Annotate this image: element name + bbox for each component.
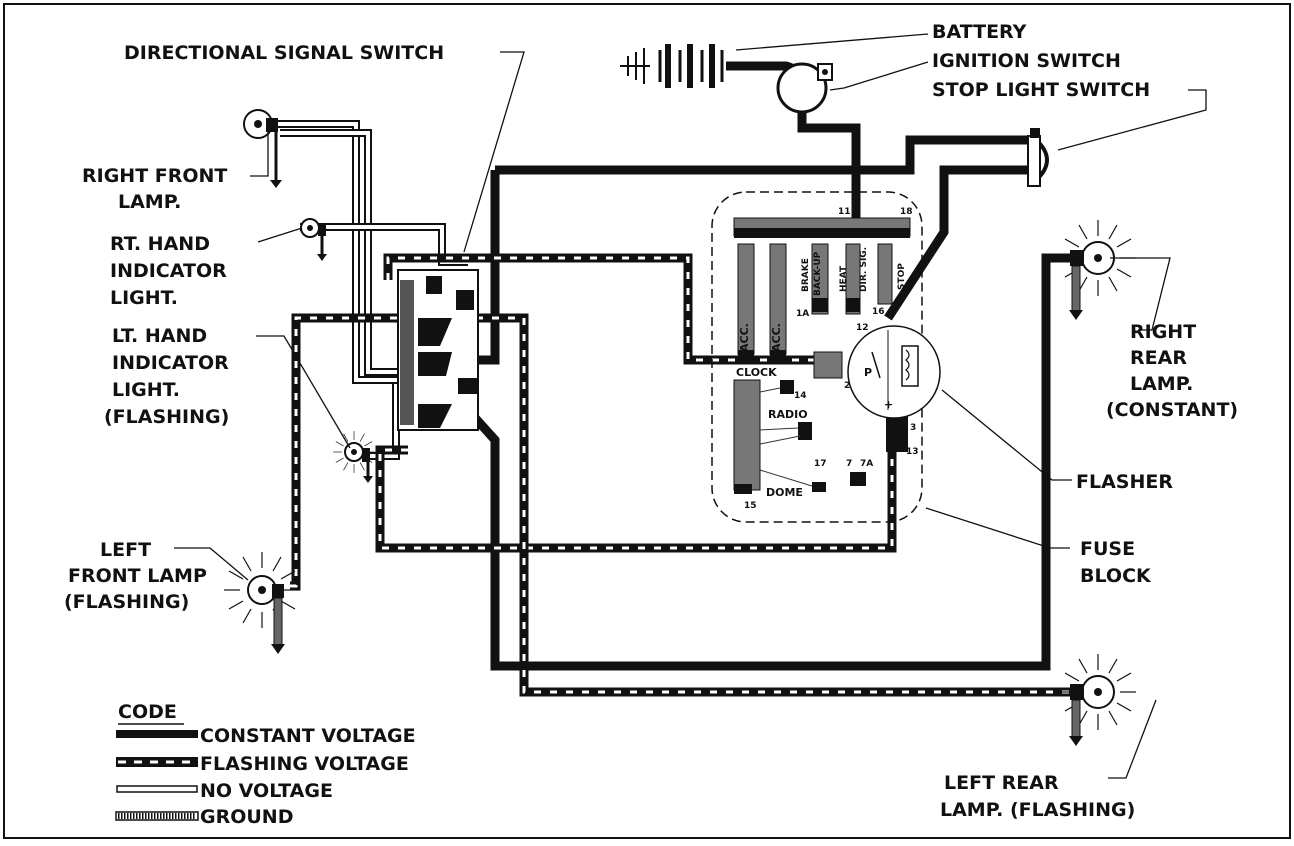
fuse-acc2-label: ACC. (770, 323, 783, 352)
leader-lines (174, 33, 1207, 779)
legend-flashing: FLASHING VOLTAGE (200, 753, 409, 775)
label-right-rear-2: REAR (1130, 347, 1187, 369)
legend-flashing-swatch (116, 757, 198, 767)
legend-none: NO VOLTAGE (200, 780, 333, 802)
fuse-block: ACC. ACC. BRAKE BACK-UP HEAT DIR. SIG. S… (711, 191, 923, 523)
fuse-num-11: 11 (838, 207, 851, 217)
ignition-switch-symbol (776, 62, 833, 114)
fuse-num-7: 7 (846, 459, 852, 469)
label-left-rear-1: LEFT REAR (944, 772, 1059, 794)
left-rear-lamp (1059, 653, 1137, 746)
fuse-stop-label: STOP (897, 263, 907, 290)
label-right-front-2: LAMP. (118, 191, 181, 213)
label-left-front-1: LEFT (100, 539, 151, 561)
rt-hand-indicator-light (300, 218, 327, 261)
flasher-plus-label: + (884, 398, 893, 411)
fuse-num-12: 12 (856, 323, 869, 333)
label-fuse-block-1: FUSE (1080, 538, 1135, 560)
label-rt-ind-3: LIGHT. (110, 287, 178, 309)
fuse-backup-label: BACK-UP (813, 251, 823, 296)
fuse-num-16: 16 (872, 307, 885, 317)
code-legend: CODE CONSTANT VOLTAGE FLASHING VOLTAGE N… (115, 701, 416, 828)
legend-title: CODE (118, 701, 177, 723)
label-fuse-block-2: BLOCK (1080, 565, 1152, 587)
fuse-brake-label: BRAKE (801, 258, 811, 292)
label-lt-ind-3: LIGHT. (112, 379, 180, 401)
fuse-num-2: 2 (844, 381, 850, 391)
label-ignition-switch: IGNITION SWITCH (932, 50, 1121, 72)
label-directional-switch: DIRECTIONAL SIGNAL SWITCH (124, 42, 444, 64)
directional-switch (397, 269, 479, 431)
label-rt-ind-2: INDICATOR (110, 260, 227, 282)
label-right-rear-1: RIGHT (1130, 321, 1196, 343)
fuse-num-17: 17 (814, 459, 827, 469)
frame-border (3, 3, 1291, 839)
label-left-front-3: (FLASHING) (64, 591, 189, 613)
fuse-heat-label: HEAT (839, 265, 849, 292)
stop-light-switch-symbol (1027, 128, 1049, 187)
fuse-radio-label: RADIO (768, 408, 808, 421)
label-stop-light-switch: STOP LIGHT SWITCH (932, 79, 1150, 101)
flashing-voltage-wires (290, 253, 1072, 697)
fuse-acc1-label: ACC. (738, 323, 751, 352)
right-front-lamp (243, 109, 282, 188)
lt-hand-indicator-light (332, 430, 376, 483)
fuse-dome-label: DOME (766, 486, 803, 499)
legend-constant-swatch (116, 730, 198, 738)
legend-constant: CONSTANT VOLTAGE (200, 725, 416, 747)
label-rt-ind-1: RT. HAND (110, 233, 210, 255)
battery-symbol (620, 44, 724, 88)
fuse-num-18: 18 (900, 207, 913, 217)
fuse-clock-label: CLOCK (736, 366, 777, 379)
left-front-lamp (223, 551, 301, 654)
legend-none-swatch (116, 785, 198, 793)
label-lt-ind-1: LT. HAND (112, 325, 207, 347)
flasher-symbol: P + (847, 325, 941, 419)
fuse-num-7a: 7A (860, 459, 873, 469)
right-rear-lamp (1059, 219, 1137, 320)
fuse-num-13: 13 (906, 447, 919, 457)
label-lt-ind-2: INDICATOR (112, 352, 229, 374)
fuse-num-15: 15 (744, 501, 757, 511)
label-right-front-1: RIGHT FRONT (82, 165, 227, 187)
label-battery: BATTERY (932, 21, 1027, 43)
flasher-p-label: P (864, 366, 872, 379)
legend-ground: GROUND (200, 806, 293, 828)
fuse-num-14: 14 (794, 391, 807, 401)
label-left-front-2: FRONT LAMP (68, 565, 207, 587)
label-left-rear-2: LAMP. (FLASHING) (940, 799, 1135, 821)
label-flasher: FLASHER (1076, 471, 1173, 493)
label-right-rear-3: LAMP. (1130, 373, 1193, 395)
fuse-num-3: 3 (910, 423, 916, 433)
legend-ground-swatch (115, 811, 199, 821)
label-lt-ind-4: (FLASHING) (104, 406, 229, 428)
fuse-num-1a: 1A (796, 309, 809, 319)
label-right-rear-4: (CONSTANT) (1106, 399, 1238, 421)
fuse-dirsig-label: DIR. SIG. (859, 247, 869, 292)
